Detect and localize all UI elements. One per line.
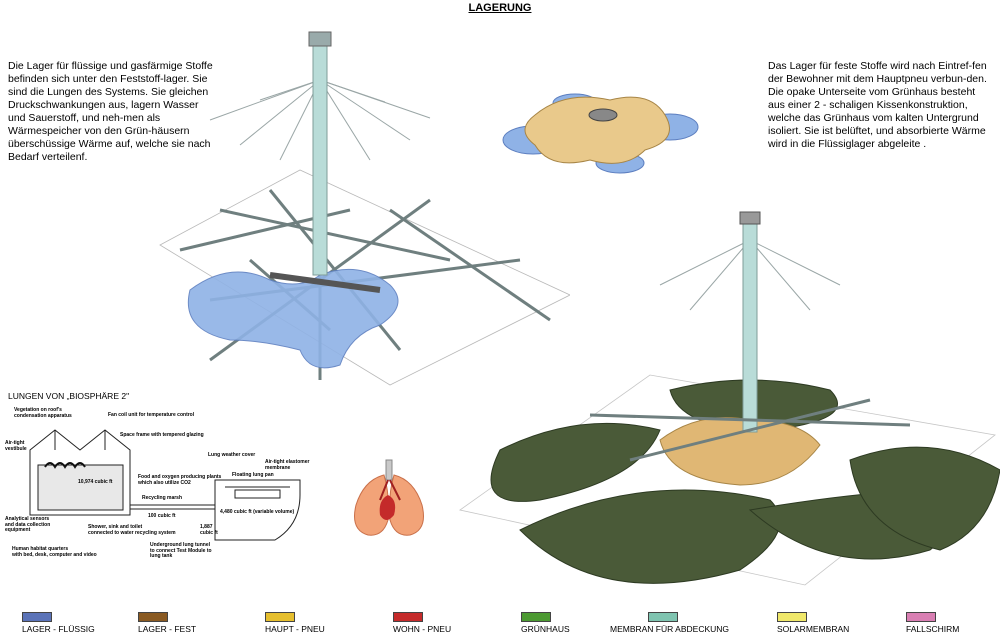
legend-swatch bbox=[22, 612, 52, 622]
label-fan: Fan coil unit for temperature control bbox=[108, 412, 195, 418]
legend-swatch bbox=[521, 612, 551, 622]
legend-swatch bbox=[265, 612, 295, 622]
greenhouse-render bbox=[459, 211, 1000, 586]
legend-label: GRÜNHAUS bbox=[521, 624, 570, 634]
right-paragraph-1: Das Lager für feste Stoffe wird nach Ein… bbox=[768, 60, 987, 85]
legend-item-wohn-pneu: WOHN - PNEU bbox=[393, 612, 451, 634]
left-description: Die Lager für flüssige und gasfärmige St… bbox=[8, 60, 213, 163]
legend-label: LAGER - FEST bbox=[138, 624, 197, 634]
label-cubic-1887: 1,887 cubic ft bbox=[200, 524, 218, 536]
label-membrane: Air-tight elastomer membrane bbox=[265, 459, 310, 471]
solid-storage-render bbox=[502, 93, 699, 174]
label-floating: Floating lung pan bbox=[232, 472, 274, 478]
legend-label: SOLARMEMBRAN bbox=[777, 624, 850, 634]
lung-heading: LUNGEN VON „BIOSPHÄRE 2" bbox=[8, 391, 130, 401]
label-cubic-4480: 4,480 cubic ft (variable volume) bbox=[220, 509, 295, 515]
legend-item-lager-fluessig: LAGER - FLÜSSIG bbox=[22, 612, 95, 634]
legend-item-solarmembran: SOLARMEMBRAN bbox=[777, 612, 849, 634]
storage-structure-render bbox=[159, 31, 570, 386]
label-recycling: Recycling marsh bbox=[142, 495, 183, 501]
legend-label: LAGER - FLÜSSIG bbox=[22, 624, 95, 634]
right-description: Das Lager für feste Stoffe wird nach Ein… bbox=[768, 60, 990, 151]
lungs-illustration bbox=[354, 459, 424, 536]
legend-swatch bbox=[648, 612, 678, 622]
legend-item-lager-fest: LAGER - FEST bbox=[138, 612, 196, 634]
lung-diagram-drawing bbox=[29, 429, 301, 541]
legend-label: FALLSCHIRM bbox=[906, 624, 960, 634]
label-shower: Shower, sink and toilet connected to wat… bbox=[88, 524, 176, 536]
biosphere-lung-diagram: Vegetation on roof's condensation appara… bbox=[0, 405, 350, 595]
label-space-frame: Space frame with tempered glazing bbox=[120, 432, 204, 438]
legend-label: MEMBRAN FÜR ABDECKUNG bbox=[610, 624, 730, 634]
legend: LAGER - FLÜSSIG LAGER - FEST HAUPT - PNE… bbox=[0, 612, 1000, 634]
legend-item-fallschirm: FALLSCHIRM bbox=[906, 612, 959, 634]
legend-swatch bbox=[393, 612, 423, 622]
label-analytical: Analytical sensors and data collection e… bbox=[5, 516, 51, 533]
label-underground: Underground lung tunnel to connect Test … bbox=[150, 542, 212, 559]
label-human: Human habitat quarters with bed, desk, c… bbox=[12, 546, 97, 558]
label-weather: Lung weather cover bbox=[208, 452, 256, 458]
label-food: Food and oxygen producing plants which a… bbox=[138, 474, 222, 486]
legend-item-membran: MEMBRAN FÜR ABDECKUNG bbox=[610, 612, 729, 634]
legend-swatch bbox=[777, 612, 807, 622]
label-vegetation: Vegetation on roof's condensation appara… bbox=[14, 407, 72, 419]
legend-label: WOHN - PNEU bbox=[393, 624, 452, 634]
legend-item-gruenhaus: GRÜNHAUS bbox=[521, 612, 570, 634]
label-cubic-10974: 10,974 cubic ft bbox=[78, 479, 113, 485]
page-title: LAGERUNG bbox=[468, 2, 532, 14]
right-paragraph-2: Die opake Unterseite vom Grünhaus besteh… bbox=[768, 86, 986, 150]
legend-swatch bbox=[138, 612, 168, 622]
legend-label: HAUPT - PNEU bbox=[265, 624, 325, 634]
legend-swatch bbox=[906, 612, 936, 622]
legend-item-haupt-pneu: HAUPT - PNEU bbox=[265, 612, 325, 634]
label-vestibule: Air-tight vestibule bbox=[5, 440, 27, 452]
label-cubic-100: 100 cubic ft bbox=[148, 513, 176, 519]
